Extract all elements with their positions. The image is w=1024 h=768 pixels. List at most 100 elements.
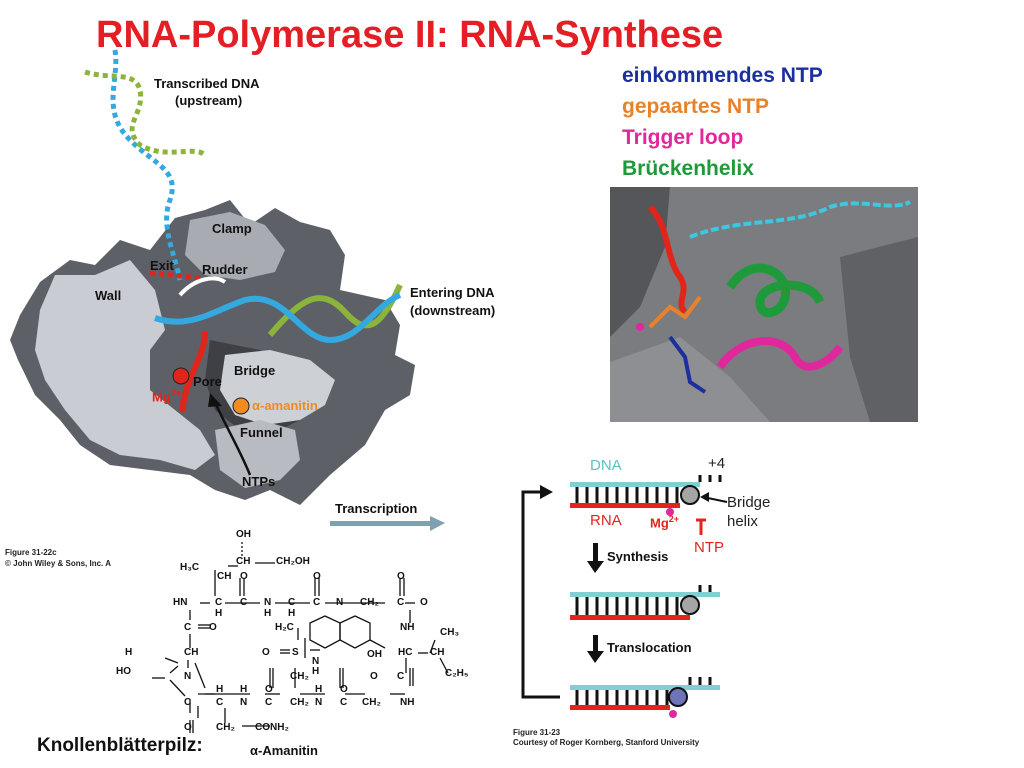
transcription-arrowhead <box>430 516 445 531</box>
figure-credit-left-2: © John Wiley & Sons, Inc. A <box>5 559 111 568</box>
figure-credit-left-1: Figure 31-22c <box>5 548 57 557</box>
label-upstream: (upstream) <box>175 93 243 108</box>
rna-strand <box>179 331 208 413</box>
panel2-bridge-helix-dot <box>680 595 700 615</box>
chem-label-ch2-3: CH₂ <box>290 697 309 708</box>
label-transcribed-dna: Transcribed DNA <box>154 76 260 91</box>
label-wall: Wall <box>95 288 122 303</box>
molecular-structure-render <box>610 187 918 422</box>
label-rudder: Rudder <box>202 262 248 277</box>
panel2-rna-bar <box>570 615 690 620</box>
panel3-rna-bar <box>570 705 670 710</box>
chem-label-ch-top: CH <box>236 556 251 567</box>
chem-label-n-2: N <box>336 597 344 608</box>
chem-label-h2c: H₂C <box>275 622 294 633</box>
chem-label-ch2-4: CH₂ <box>362 697 381 708</box>
downstream-dna-blue <box>154 292 402 344</box>
chem-label-ch-3: CH <box>184 647 199 658</box>
panel1-bridge-helix-dot <box>680 485 700 505</box>
panel3-mg-dot <box>669 710 677 718</box>
ntps-arrow <box>213 401 252 476</box>
chem-label-ch2-5: CH₂ <box>216 722 235 733</box>
ntps-arrowhead <box>208 393 222 407</box>
legend-item-paired-ntp: gepaartes NTP <box>622 95 770 118</box>
synthesis-arrowhead <box>587 561 604 573</box>
cycle-label-helix: helix <box>727 513 758 530</box>
render-surface-dark <box>610 187 670 337</box>
panel1-mg-dot <box>666 508 674 516</box>
upstream-dna-strand-green <box>84 69 207 158</box>
chem-label-h-8: H <box>315 684 323 695</box>
chem-label-h3c: H₃C <box>180 562 200 573</box>
chem-label-o-4: O <box>420 597 428 608</box>
chem-label-c-9: C <box>216 697 224 708</box>
chem-label-ho: HO <box>116 666 131 677</box>
chem-label-ch2oh: CH₂OH <box>276 556 310 567</box>
label-entering-dna: Entering DNA <box>410 285 495 300</box>
cycle-label-mg: Mg2+ <box>650 514 679 530</box>
chem-label-o-10: O <box>184 722 192 733</box>
cycle-label-synthesis: Synthesis <box>607 549 669 564</box>
amanitin-name: α-Amanitin <box>250 743 318 758</box>
render-trigger-loop <box>716 337 844 371</box>
panel3-bridge-helix-dot <box>668 687 688 707</box>
chem-label-ch3: CH₃ <box>440 627 460 638</box>
chem-label-nh-1: NH <box>400 622 415 633</box>
cycle-label-rna: RNA <box>590 512 622 529</box>
cycle-label-translocation: Translocation <box>607 640 692 655</box>
chem-label-s: S <box>292 647 299 658</box>
chem-label-o-1: O <box>240 571 248 582</box>
render-mg-ion <box>636 323 644 331</box>
page-title: RNA-Polymerase II: RNA-Synthese <box>96 14 724 56</box>
chem-label-conh2: CONH₂ <box>255 722 289 733</box>
label-mg-text: Mg <box>152 389 171 405</box>
render-dna <box>689 200 911 239</box>
chem-label-h-3: H <box>288 608 296 619</box>
chem-label-h-7: H <box>240 684 248 695</box>
label-clamp: Clamp <box>212 221 252 236</box>
chem-label-c-5: C <box>397 597 405 608</box>
render-incoming-ntp <box>668 335 707 394</box>
chem-label-c-1: C <box>215 597 223 608</box>
transcription-cycle-diagram <box>521 475 728 718</box>
chem-label-c-11: C <box>340 697 348 708</box>
render-rna <box>647 204 688 315</box>
cycle-return-line <box>521 490 560 699</box>
label-funnel: Funnel <box>240 425 283 440</box>
cycle-label-bridge: Bridge <box>727 494 771 511</box>
chem-label-ch2-2: CH₂ <box>290 671 309 682</box>
chem-label-hn: HN <box>173 597 188 608</box>
chem-label-h-5: H <box>312 666 320 677</box>
label-downstream: (downstream) <box>410 303 496 318</box>
chem-label-n-4: N <box>184 671 192 682</box>
chem-label-oh-top: OH <box>236 529 251 540</box>
chem-label-o-9: O <box>340 684 348 695</box>
chem-label-o-3: O <box>397 571 405 582</box>
label-exit: Exit <box>150 258 174 273</box>
render-paired-ntp <box>648 295 702 329</box>
mushroom-caption: Knollenblätterpilz: <box>37 735 203 756</box>
label-pore: Pore <box>193 374 222 389</box>
chem-label-c-10: C <box>265 697 273 708</box>
chem-label-o-6: O <box>262 647 270 658</box>
cycle-label-mg-superscript: 2+ <box>668 514 680 524</box>
polymerase-structure-diagram <box>10 49 445 531</box>
chem-label-ch2-1: CH₂ <box>360 597 379 608</box>
label-mg-superscript: 2+ <box>170 388 182 398</box>
panel3-dna-bar <box>570 685 720 690</box>
panel2-dna-bar <box>570 592 720 597</box>
cycle-label-ntp: NTP <box>694 539 724 556</box>
chem-label-o-8: O <box>265 684 273 695</box>
translocation-arrowhead <box>587 651 604 663</box>
panel1-dna-bar <box>570 482 700 487</box>
chem-label-h-4: H <box>125 647 133 658</box>
downstream-dna-green <box>267 283 403 337</box>
panel1-rna-bar <box>570 503 680 508</box>
mg-ion-dot <box>172 367 190 385</box>
chem-label-oh-2: OH <box>367 649 382 660</box>
panel3-base-ticks <box>575 677 712 705</box>
chem-label-n-3: N <box>312 656 320 667</box>
panel1-ntp-inhibitor <box>696 518 706 535</box>
panel1-bridge-pointer-head <box>700 492 709 502</box>
chem-label-c-4: C <box>313 597 321 608</box>
